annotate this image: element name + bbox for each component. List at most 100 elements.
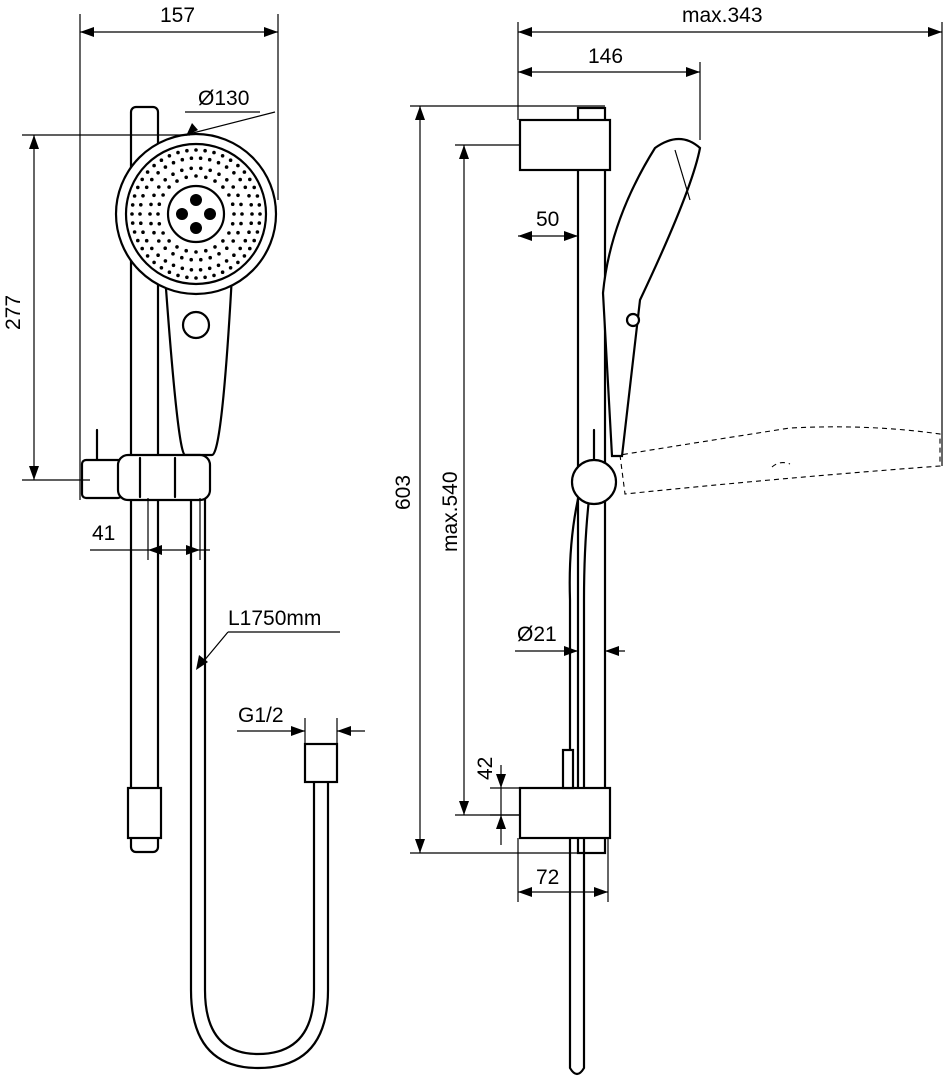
spray-nozzle (238, 177, 242, 182)
spray-nozzle (228, 266, 233, 270)
spray-nozzle (239, 202, 243, 207)
spray-nozzle (216, 160, 221, 165)
spray-nozzle (185, 275, 189, 280)
spray-nozzle (145, 254, 150, 258)
spray-nozzle (152, 230, 156, 235)
spray-nozzle (225, 246, 229, 250)
front-handle-button (181, 310, 211, 340)
spray-nozzle (163, 165, 168, 169)
spray-nozzle (217, 252, 221, 256)
spray-nozzle (231, 185, 235, 189)
spray-nozzle (249, 203, 253, 207)
spray-nozzle (199, 257, 203, 262)
side-slider-knob (570, 458, 618, 506)
spray-nozzle (148, 212, 152, 216)
dim-42: 42 (474, 757, 497, 780)
spray-nozzle (171, 252, 175, 256)
spray-nozzle (236, 163, 240, 168)
spray-nozzle (232, 253, 236, 257)
spray-nozzle (184, 248, 188, 253)
spray-nozzle (236, 230, 240, 235)
spray-nozzle (217, 172, 221, 176)
spray-nozzle (144, 238, 149, 243)
front-hose (189, 468, 330, 1070)
spray-nozzle (221, 185, 225, 189)
spray-nozzle (157, 202, 162, 206)
spray-nozzle (157, 185, 161, 189)
spray-nozzle (161, 193, 165, 197)
spray-nozzle (157, 222, 162, 226)
spray-nozzle (230, 202, 235, 206)
spray-nozzle (152, 260, 156, 265)
spray-nozzle (213, 245, 217, 249)
spray-nozzle (189, 268, 194, 272)
spray-nozzle (203, 148, 207, 153)
spray-nozzle (203, 275, 207, 280)
spray-nozzle (176, 273, 180, 278)
spray-nozzle (243, 238, 248, 243)
dim-41: 41 (92, 522, 115, 545)
spray-nozzle (232, 171, 236, 175)
spray-nozzle (157, 239, 161, 243)
spray-nozzle (212, 273, 216, 278)
spray-nozzle (132, 230, 137, 234)
spray-nozzle (252, 238, 256, 243)
spray-nozzle (167, 154, 172, 158)
front-view (80, 105, 339, 1070)
spray-nozzle (167, 270, 172, 275)
side-top-bracket (518, 118, 612, 172)
spray-nozzle (250, 212, 254, 216)
spray-nozzle (247, 194, 251, 198)
spray-nozzle (249, 221, 253, 225)
spray-nozzle (167, 185, 171, 189)
spray-nozzle (239, 221, 243, 226)
spray-nozzle (212, 150, 216, 155)
spray-nozzle (156, 212, 160, 216)
spray-nozzle (208, 168, 212, 173)
spray-nozzle (136, 238, 140, 243)
spray-nozzle (167, 239, 171, 243)
spray-nozzle (207, 266, 212, 271)
dim-72: 72 (536, 866, 559, 889)
spray-nozzle (198, 268, 203, 272)
spray-nozzle (171, 172, 175, 176)
front-rail-bottom-bracket (126, 786, 163, 840)
spray-nozzle (163, 178, 167, 182)
spray-nozzle (152, 193, 156, 198)
spray-nozzle (252, 185, 256, 190)
spray-nozzle (144, 185, 149, 190)
hose-nut (303, 742, 339, 784)
spray-nozzle (156, 253, 160, 257)
spray-nozzle (185, 148, 189, 153)
spray-nozzle (140, 177, 144, 182)
spray-nozzle (220, 270, 225, 275)
spray-nozzle (180, 157, 185, 162)
spray-nozzle (228, 158, 233, 162)
dim-540: max.540 (439, 471, 462, 552)
spray-nozzle (247, 230, 251, 234)
spray-nozzle (163, 246, 167, 250)
spray-nozzle (208, 255, 212, 260)
spray-nozzle (242, 170, 247, 174)
side-hose (568, 488, 592, 1076)
spray-nozzle (150, 177, 154, 182)
dim-277: 277 (2, 295, 25, 330)
spray-nozzles (130, 148, 262, 280)
handset-tilted-outline (619, 426, 941, 495)
spray-nozzle (139, 221, 143, 225)
spray-nozzle (159, 158, 164, 162)
spray-nozzle (236, 193, 240, 198)
spray-nozzle (257, 203, 262, 207)
front-head-outer (114, 132, 278, 296)
spray-nozzle (227, 231, 231, 235)
spray-nozzle (232, 212, 236, 216)
spray-nozzle (175, 179, 179, 183)
spray-nozzle (141, 194, 145, 198)
spray-nozzle (175, 245, 179, 249)
spray-nozzle (238, 246, 242, 251)
side-dimensions: max.343 146 50 603 max.540 Ø21 (392, 4, 943, 902)
spray-nozzle (224, 165, 229, 169)
spray-nozzle (194, 174, 198, 178)
spray-nozzle (220, 154, 225, 158)
dim-130: Ø130 (198, 87, 249, 110)
